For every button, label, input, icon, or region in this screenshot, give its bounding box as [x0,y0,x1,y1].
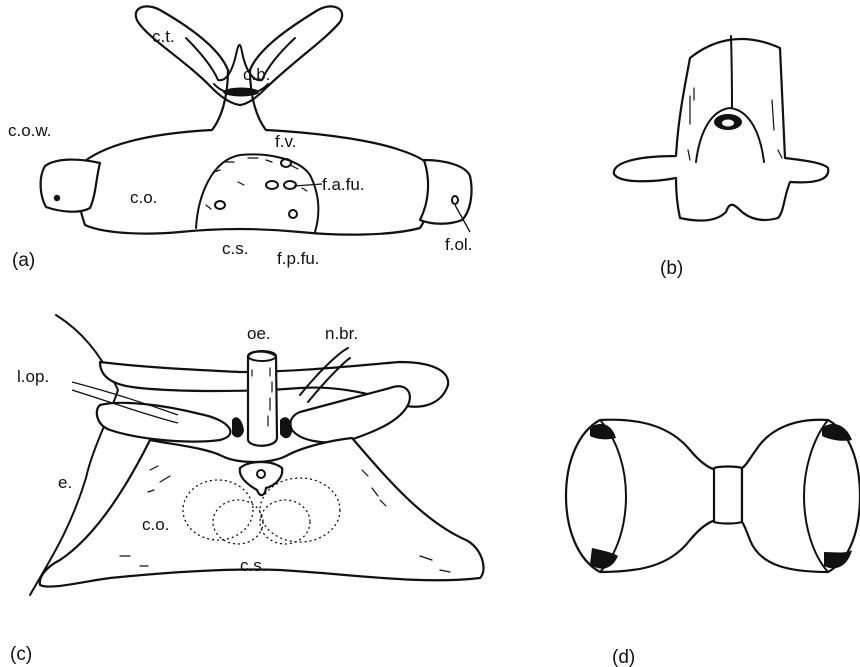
panel-b-outline [614,39,828,220]
panel-c-label: (c) [10,644,32,665]
panel-b-centre-ridge [731,36,732,108]
panel-c-label-lop: l.op. [17,367,49,386]
panel-d-right-cup [742,420,860,572]
panel-a-label-fafu: f.a.fu. [322,175,365,194]
panel-c-label-cs: c.s. [240,556,266,575]
panel-b-notch-hole [722,120,734,127]
panel-d-connector [714,467,742,524]
panel-b: (b) [614,36,828,279]
panel-c-oesophagus [248,352,277,446]
panel-c-label-e: e. [58,473,72,492]
panel-a-label-fol: f.ol. [445,235,472,254]
panel-a-label: (a) [12,250,35,271]
panel-a-bowl-shade [223,88,259,97]
panel-a-label-cs: c.s. [222,239,248,258]
panel-a-left-wing [41,160,100,212]
panel-c: oe. n.br. l.op. e. c.o. c.s. (c) [10,315,484,665]
panel-a-label-ct: c.t. [152,27,175,46]
panel-a-left-foramen [54,195,60,201]
panel-d-left-cup [566,420,716,572]
panel-c-label-co: c.o. [142,515,169,534]
panel-d-label: (d) [612,647,635,667]
panel-a: c.t. c.b. c.o.w. c.o. f.v. f.a.fu. c.s. … [8,6,472,271]
panel-a-right-wing [420,160,472,224]
panel-d-right-shade-bottom [824,550,852,568]
panel-c-right-horn [290,386,409,442]
panel-a-label-co: c.o. [130,188,157,207]
panel-b-label: (b) [660,258,683,279]
panel-c-label-oe: oe. [247,324,271,343]
panel-c-label-nbr: n.br. [325,324,358,343]
panel-a-label-fv: f.v. [275,132,296,151]
panel-a-label-cb: c.b. [243,65,270,84]
panel-c-left-horn [97,403,231,442]
panel-a-label-cow: c.o.w. [8,121,51,140]
panel-d: (d) [566,420,860,667]
panel-c-shade-left [232,417,244,437]
panel-a-label-fpfu: f.p.fu. [277,249,320,268]
